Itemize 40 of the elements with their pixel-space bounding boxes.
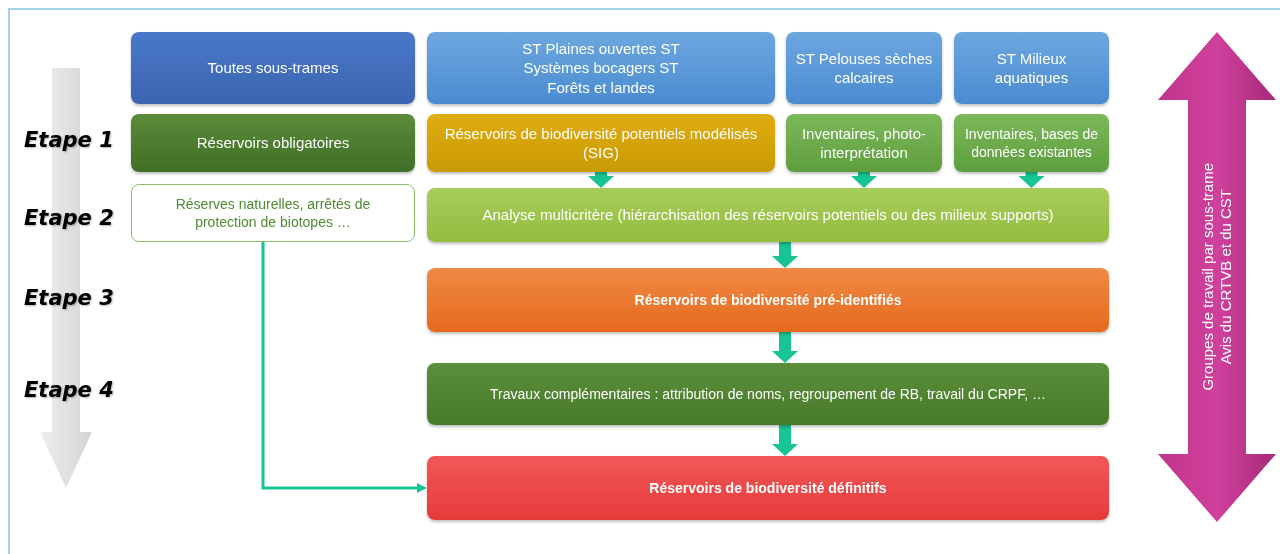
step-label: Etape 2: [24, 206, 115, 230]
arrow: [588, 172, 614, 188]
process-box: [427, 188, 1109, 242]
box-text: Réserves naturelles, arrêtés de protection de biotopes …: [174, 194, 372, 232]
box-text: ST Pelouses sèches calcaires: [794, 48, 934, 88]
arrow: [261, 242, 427, 493]
double-arrow-band: [1158, 32, 1276, 522]
box-text: Toutes sous-trames: [207, 58, 339, 78]
step-label: Etape 4: [24, 378, 115, 402]
arrow: [772, 242, 798, 268]
box-text: Analyse multicritère (hiérarchisation des réservoirs potentiels ou des milieux supports): [482, 205, 1054, 225]
process-box: [427, 114, 775, 172]
box-text: Réservoirs obligatoires: [196, 133, 350, 153]
step-label: Etape 3: [24, 286, 115, 310]
box-text: Inventaires, bases de données existantes: [963, 124, 1100, 162]
process-box: [427, 268, 1109, 332]
process-box: [131, 114, 415, 172]
arrow: [1018, 172, 1045, 188]
vertical-text: Groupes de travail par sous-trame: [1199, 163, 1217, 391]
process-box: [786, 32, 942, 104]
arrow: [851, 172, 877, 188]
arrow: [772, 332, 798, 363]
box-text: ST Plaines ouvertes ST Systèmes bocagers ST Forêts et landes: [521, 38, 681, 98]
box-text: Réservoirs de biodiversité définitifs: [649, 478, 887, 498]
box-text: ST Milieux aquatiques: [993, 48, 1070, 88]
box-text: Travaux complémentaires : attribution de noms, regroupement de RB, travail du CRPF, …: [490, 384, 1046, 404]
process-box: [427, 456, 1109, 520]
process-box: [131, 32, 415, 104]
process-box: [786, 114, 942, 172]
process-box: [427, 32, 775, 104]
note-box: [131, 184, 415, 242]
vertical-text: Avis du CRTVB et du CST: [1217, 189, 1235, 365]
process-box: [954, 114, 1109, 172]
box-text: Réservoirs de biodiversité pré-identifiés: [634, 290, 902, 310]
step-label: Etape 1: [24, 128, 115, 152]
process-box: [954, 32, 1109, 104]
box-text: Inventaires, photo-interprétation: [800, 123, 928, 163]
box-text: Réservoirs de biodiversité potentiels modélisés (SIG): [443, 123, 759, 163]
process-box: [427, 363, 1109, 425]
arrow: [772, 425, 798, 456]
